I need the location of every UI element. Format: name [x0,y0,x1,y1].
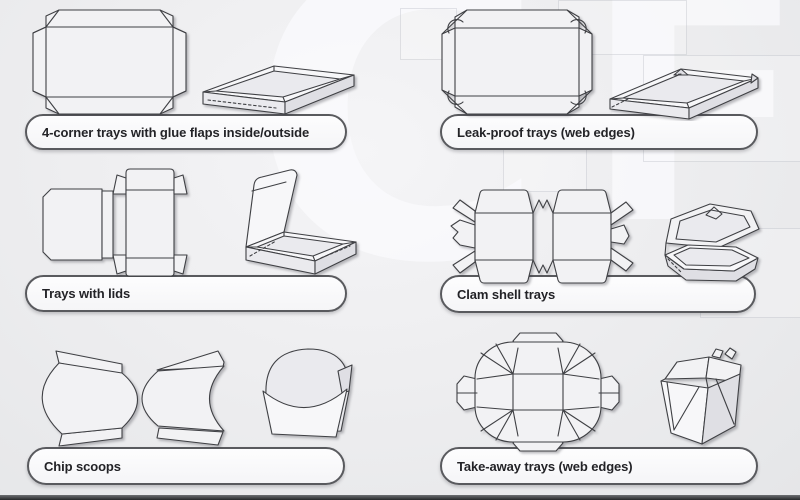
label-pill-four-corner: 4-corner trays with glue flaps inside/ou… [25,114,347,150]
assembled-scoop [262,348,353,438]
assembled-takeaway-box [660,347,742,445]
assembled-tray [202,65,355,115]
bottom-border-bar [0,495,800,500]
flat-dieline [441,9,593,115]
assembled-tray [609,68,759,120]
flat-dieline [456,332,620,452]
flat-dieline [41,350,225,447]
label-pill-leak-proof: Leak-proof trays (web edges) [440,114,758,150]
clam-shell-tray-diagram [450,189,760,284]
tray-with-lid-diagram [42,168,357,277]
label-leak-proof: Leak-proof trays (web edges) [457,124,635,140]
leak-proof-tray-diagram [441,9,759,120]
label-pill-take-away: Take-away trays (web edges) [440,447,758,485]
flat-dieline [32,9,187,115]
assembled-clamshell [664,203,760,282]
label-pill-chip-scoop: Chip scoops [27,447,345,485]
flat-dieline [450,189,634,284]
label-clam-shell: Clam shell trays [457,286,556,302]
four-corner-tray-diagram [32,9,355,115]
assembled-tray-with-lid [245,169,357,275]
chip-scoop-diagram [41,348,353,447]
flat-dieline [42,168,188,277]
take-away-tray-diagram [456,332,742,452]
label-take-away: Take-away trays (web edges) [457,458,633,474]
label-lidded: Trays with lids [42,286,131,301]
label-four-corner: 4-corner trays with glue flaps inside/ou… [42,124,310,140]
label-pill-lidded: Trays with lids [25,275,347,312]
label-chip-scoop: Chip scoops [44,458,121,474]
